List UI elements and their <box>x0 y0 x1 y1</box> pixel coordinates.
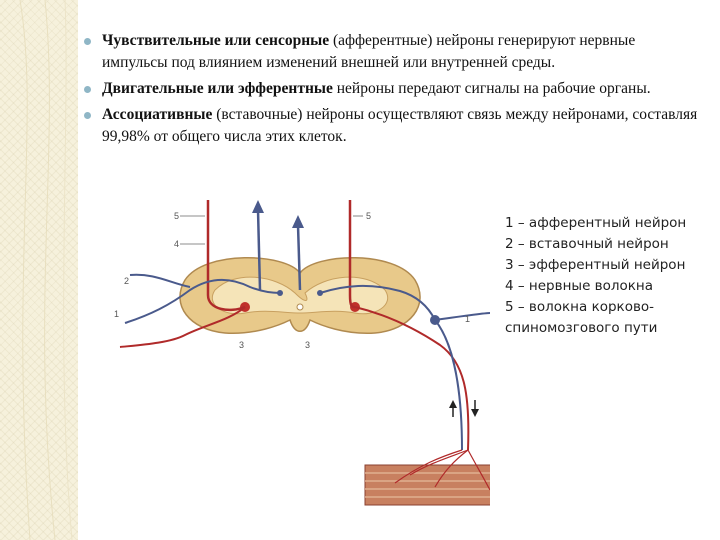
bullet-list: Чувствительные или сенсорные (афферентны… <box>80 30 700 152</box>
label-4: 4 <box>174 239 179 249</box>
bullet-bold: Ассоциативные <box>102 106 213 123</box>
bullet-dot <box>84 112 91 119</box>
bullet-text: (вставочные) нейроны осуществляют связь … <box>102 106 698 145</box>
ascending-fibers <box>256 209 302 291</box>
efferent-neuron-path <box>119 306 470 451</box>
efferent-neuron-path-blue <box>434 319 463 451</box>
bullet-dot <box>84 86 91 93</box>
label-2: 2 <box>124 276 129 286</box>
bullet-dot <box>84 38 91 45</box>
decorative-curves <box>19 0 73 540</box>
legend-item: 2 – вставочный нейрон <box>505 236 669 252</box>
legend-item: 3 – эфферентный нейрон <box>505 257 686 273</box>
legend-item: 4 – нервные волокна <box>505 278 654 294</box>
label-1-right: 1 <box>465 314 470 324</box>
bullet-text: (афферентные) нейроны генерируют нервные… <box>102 32 636 71</box>
spinal-cord-section <box>179 257 421 334</box>
bullet-item-motor: Двигательные или эфферентные нейроны пер… <box>80 78 700 100</box>
nerve-endings <box>394 449 490 491</box>
legend-item: 1 – афферентный нейрон <box>505 215 687 231</box>
corticospinal-fibers <box>206 200 356 312</box>
legend-item: 5 – волокна корково-спиномозгового пути <box>505 299 658 336</box>
label-5-left: 5 <box>174 211 179 221</box>
label-3-right: 3 <box>305 340 310 350</box>
label-1-left: 1 <box>114 309 119 319</box>
bullet-item-sensory: Чувствительные или сенсорные (афферентны… <box>80 30 700 74</box>
bullet-bold: Двигательные или эфферентные <box>102 80 333 97</box>
decorative-sidebar <box>0 0 78 540</box>
bullet-bold: Чувствительные или сенсорные <box>102 32 330 49</box>
muscle-bundle <box>364 464 490 506</box>
reflex-arc-diagram: 5 5 4 2 1 1 3 3 <box>114 200 490 506</box>
bullet-item-associative: Ассоциативные (вставочные) нейроны осуще… <box>80 104 700 148</box>
label-3-left: 3 <box>239 340 244 350</box>
legend: 1 – афферентный нейрон 2 – вставочный не… <box>505 213 705 339</box>
label-5-right: 5 <box>366 211 371 221</box>
bullet-text: нейроны передают сигналы на рабочие орга… <box>332 80 651 97</box>
afferent-neuron-path <box>124 273 490 324</box>
